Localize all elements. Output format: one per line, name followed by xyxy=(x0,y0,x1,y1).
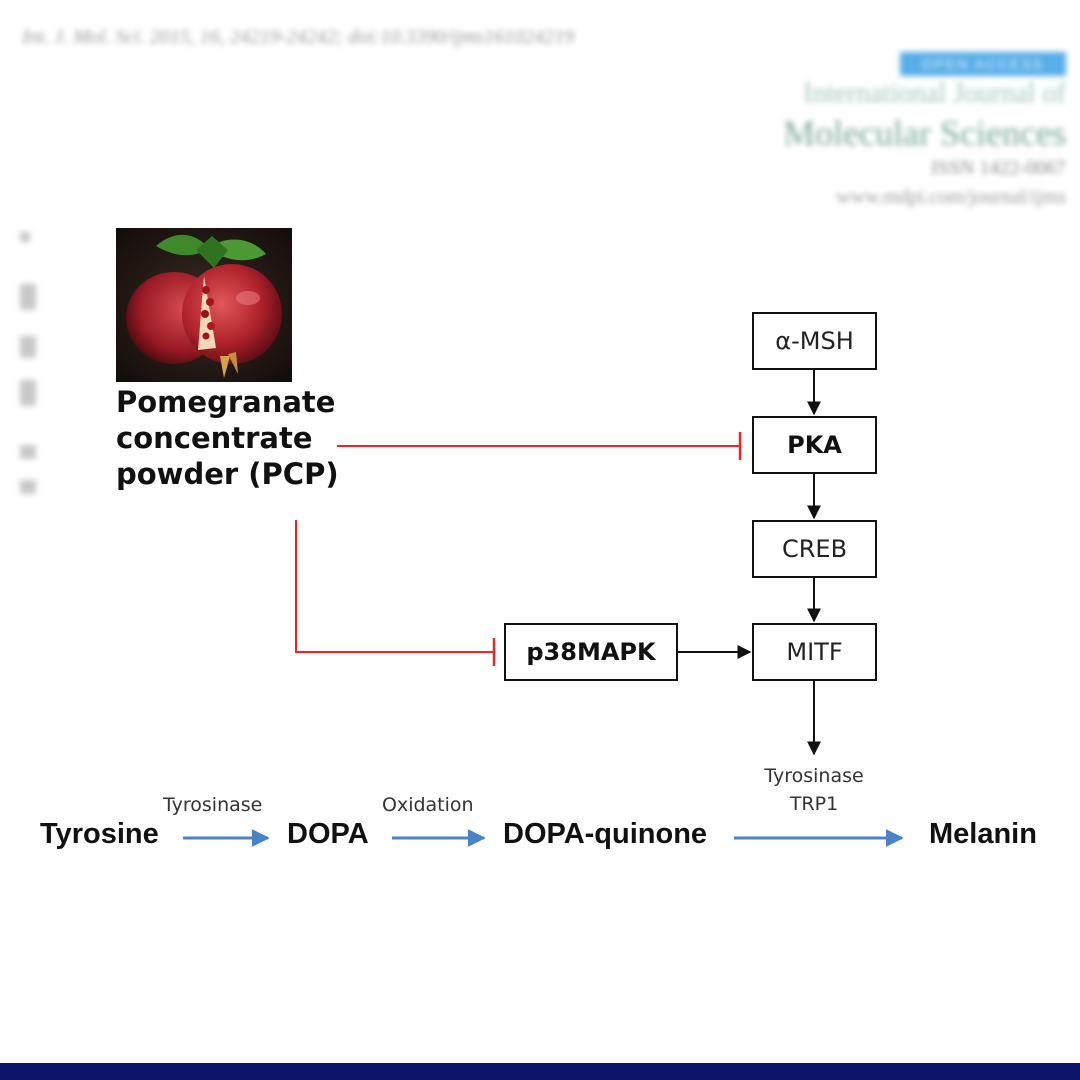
ghost-text-fragment xyxy=(20,284,36,310)
ghost-text-fragment xyxy=(20,232,30,242)
node-p38mapk: p38MAPK xyxy=(504,623,678,681)
pcp-label-line3: powder (PCP) xyxy=(116,457,339,491)
inhibition-pcp-to-p38mapk xyxy=(295,520,494,653)
enzyme-label-trp1: TRP1 xyxy=(789,793,839,815)
pcp-label-line1: Pomegranate xyxy=(116,385,336,419)
journal-name-line1: International Journal of xyxy=(803,78,1066,109)
pcp-label-line2: concentrate xyxy=(116,421,313,455)
product-melanin: Melanin xyxy=(929,818,1037,850)
ghost-text-fragment xyxy=(20,480,36,494)
substrate-dopa: DOPA xyxy=(287,818,369,850)
open-access-badge: OPEN ACCESS xyxy=(900,52,1066,76)
pomegranate-photo xyxy=(116,228,292,382)
ghost-text-fragment xyxy=(20,380,36,406)
journal-name-line2: Molecular Sciences xyxy=(783,113,1066,153)
substrate-tyrosine: Tyrosine xyxy=(40,818,159,850)
enzyme-label-oxidation: Oxidation xyxy=(382,794,474,816)
pcp-label: Pomegranate concentrate powder (PCP) xyxy=(116,384,356,492)
footer-bar xyxy=(0,1063,1080,1080)
enzyme-label-tyrosinase-2: Tyrosinase xyxy=(764,765,864,787)
journal-issn: ISSN 1422-0067 xyxy=(930,157,1066,179)
ghost-text-fragment xyxy=(20,445,36,459)
journal-citation: Int. J. Mol. Sci. 2015, 16, 24219-24242;… xyxy=(22,26,575,48)
node-pka: PKA xyxy=(752,416,877,474)
node-alpha-msh: α-MSH xyxy=(752,312,877,370)
journal-website: www.mdpi.com/journal/ijms xyxy=(836,186,1066,208)
ghost-text-fragment xyxy=(20,336,36,358)
node-mitf: MITF xyxy=(752,623,877,681)
node-creb: CREB xyxy=(752,520,877,578)
enzyme-label-tyrosinase: Tyrosinase xyxy=(163,794,263,816)
substrate-dopa-quinone: DOPA-quinone xyxy=(503,818,708,850)
